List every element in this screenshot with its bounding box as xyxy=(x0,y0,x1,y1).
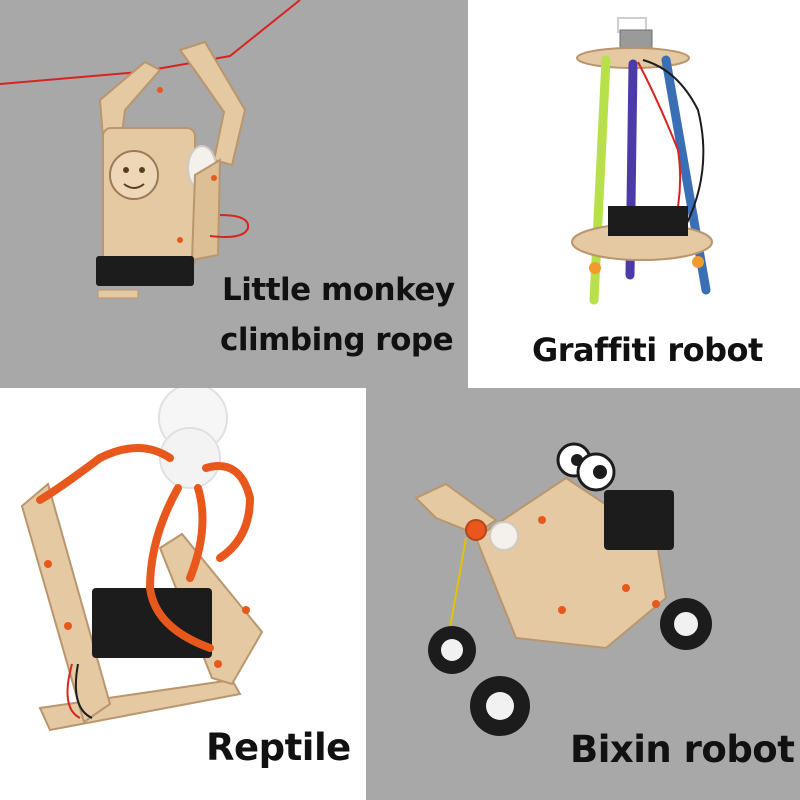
caption: Graffiti robot xyxy=(532,331,763,369)
panel-background xyxy=(0,0,468,388)
graffiti-robot-image xyxy=(571,17,713,305)
reptile-robot-image xyxy=(20,388,264,732)
panel-reptile: Reptile xyxy=(0,388,366,800)
panel-graffiti-robot: Graffiti robot xyxy=(468,0,800,388)
caption-line-1: Little monkey xyxy=(222,272,455,308)
panel-bixin-robot: Bixin robot xyxy=(366,388,800,800)
caption-line-2: climbing rope xyxy=(220,322,454,358)
caption: Reptile xyxy=(206,726,351,769)
panel-monkey-climbing-rope: Little monkey climbing rope xyxy=(0,0,468,388)
caption: Bixin robot xyxy=(570,728,795,771)
bixin-robot-image xyxy=(414,442,712,736)
monkey-robot-image xyxy=(0,0,301,299)
